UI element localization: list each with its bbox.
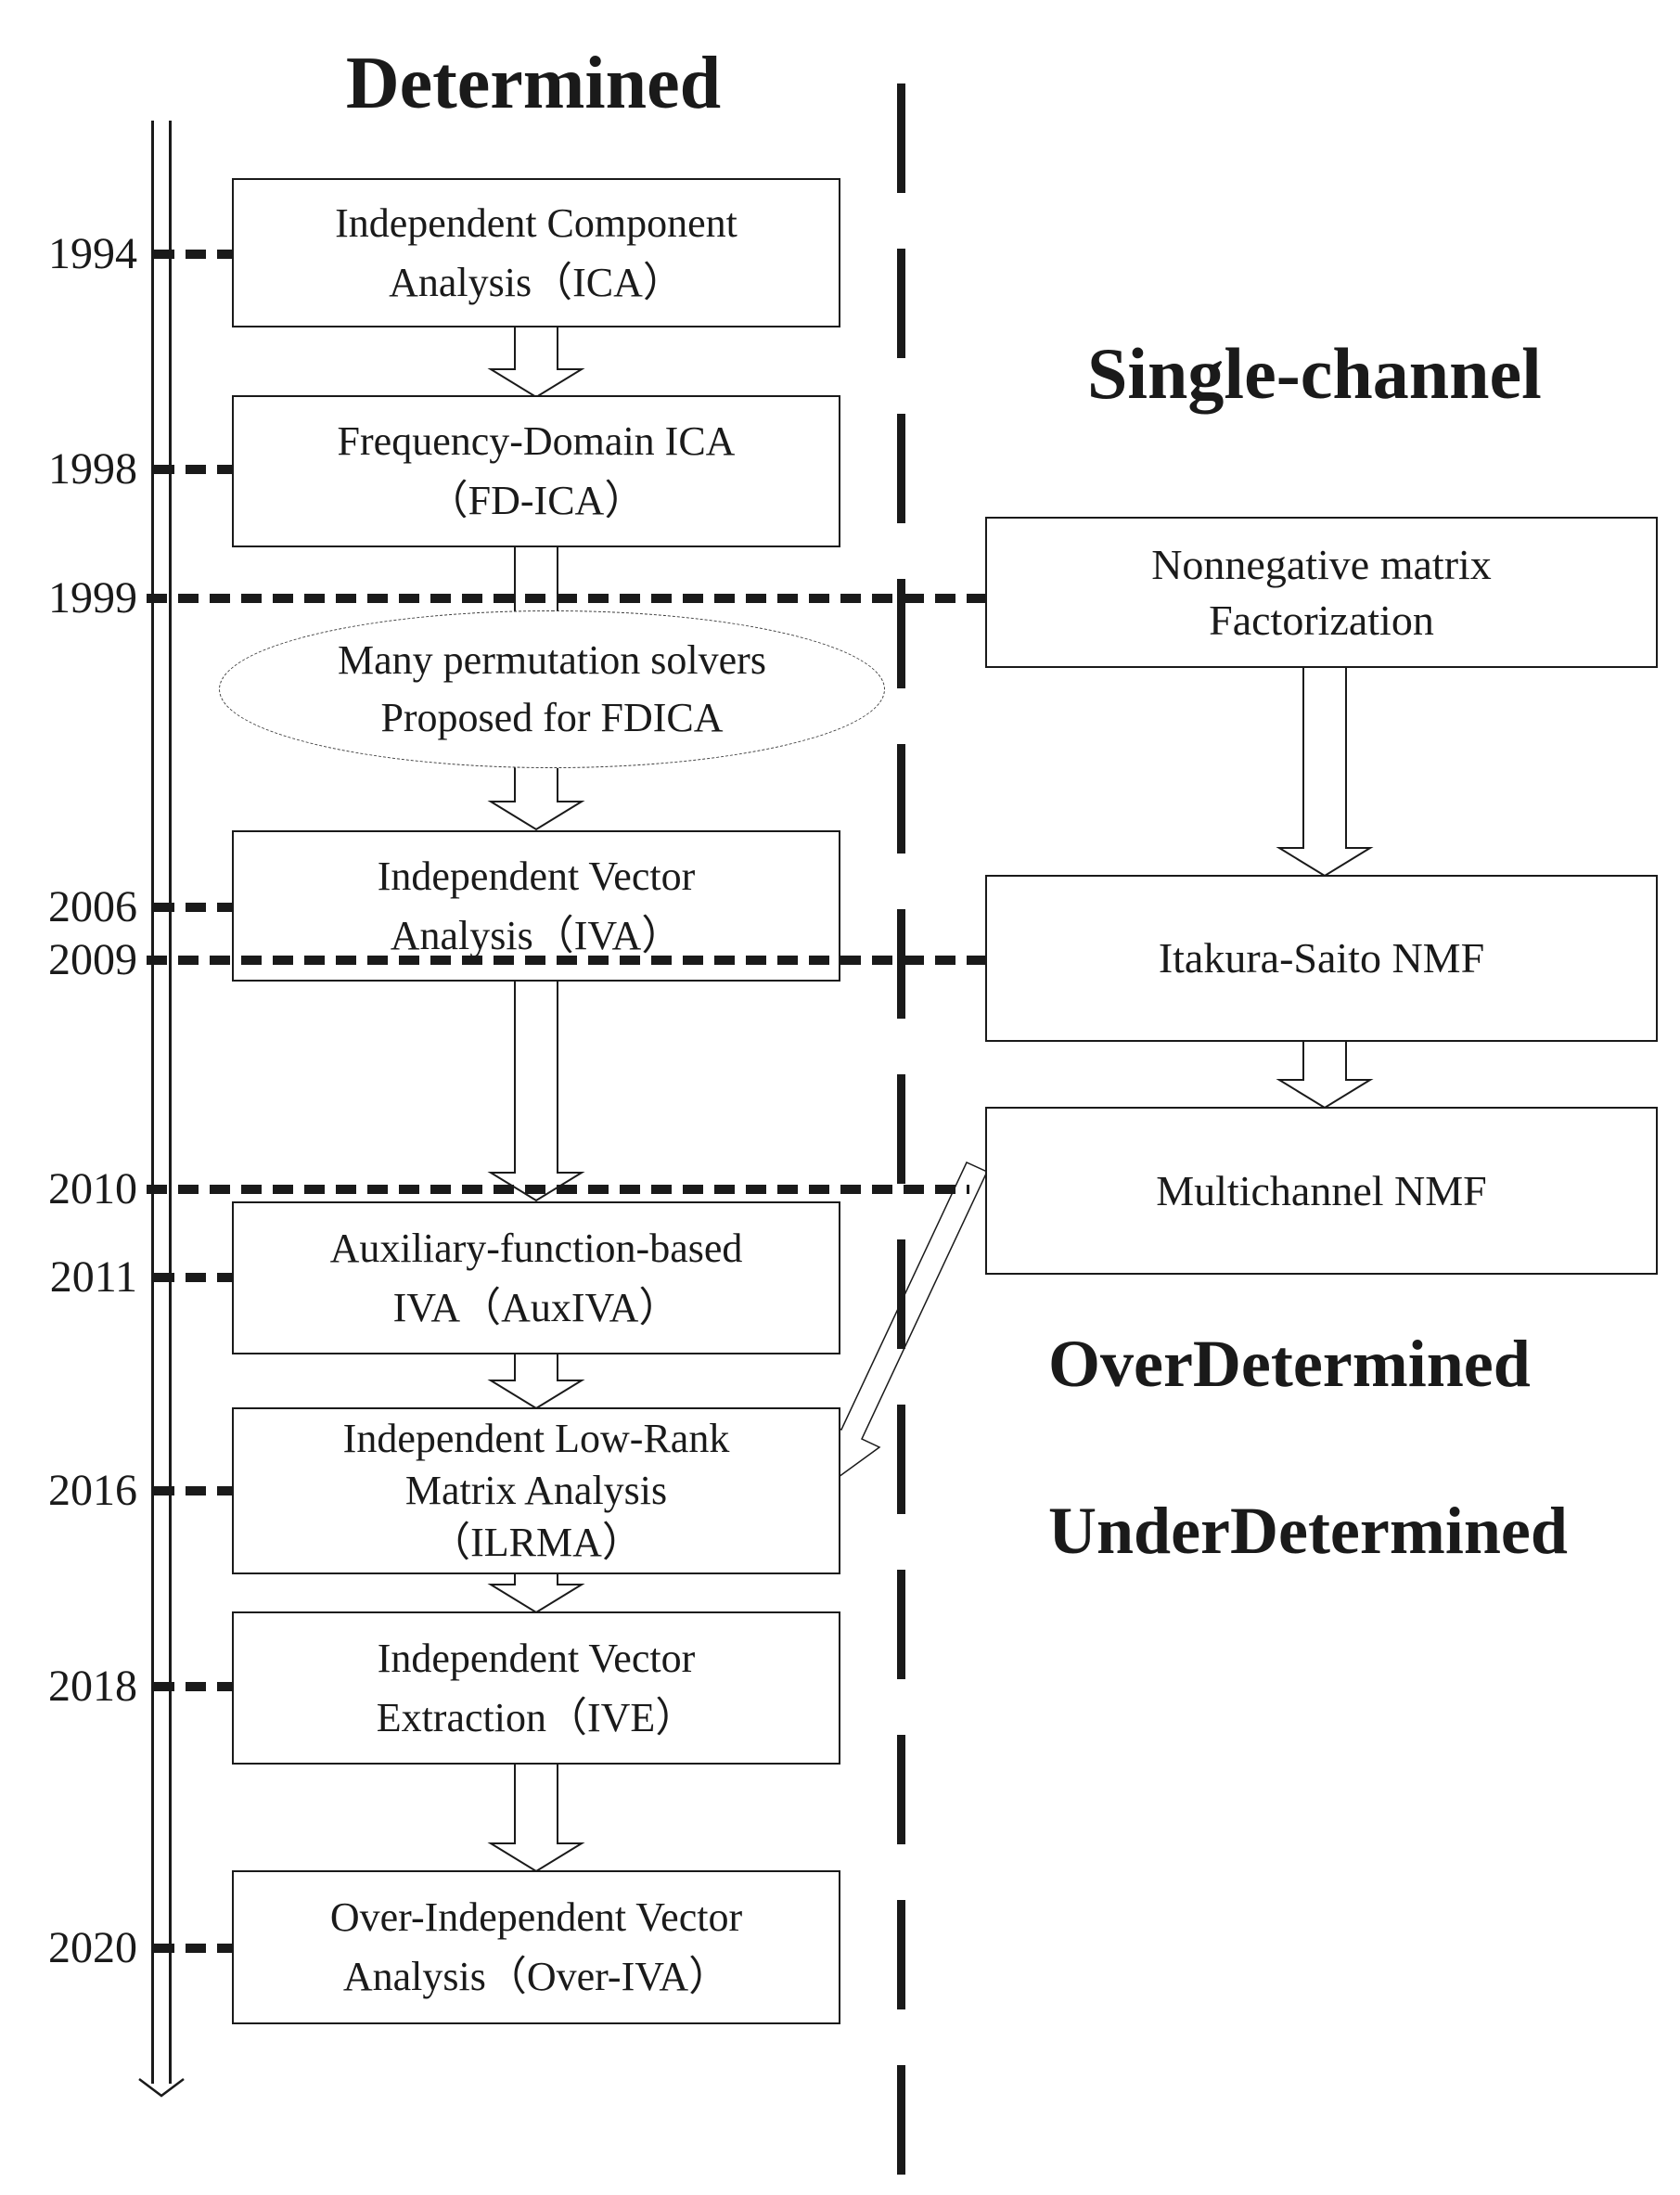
year-line-2016: [154, 1486, 234, 1495]
node-multichannel-nmf-line1: Multichannel NMF: [1156, 1166, 1487, 1214]
heading-single-channel: Single-channel: [1087, 333, 1542, 414]
node-ive-line1: Independent Vector: [377, 1635, 696, 1681]
timeline-axis: [138, 121, 185, 2098]
node-is-nmf-line1: Itakura-Saito NMF: [1158, 934, 1485, 982]
year-line-1999: [147, 594, 985, 603]
node-auxiva: Auxiliary-function-based IVA（AuxIVA）: [232, 1201, 840, 1354]
year-label-2020: 2020: [48, 1923, 137, 1972]
node-auxiva-line1: Auxiliary-function-based: [329, 1225, 743, 1271]
node-over-iva-line1: Over-Independent Vector: [329, 1894, 743, 1940]
year-label-2006: 2006: [48, 882, 137, 931]
node-ica-line1: Independent Component: [335, 199, 737, 246]
node-permutation-solvers: Many permutation solvers Proposed for FD…: [219, 610, 885, 768]
node-auxiva-line2: IVA（AuxIVA）: [392, 1284, 680, 1330]
node-multichannel-nmf: Multichannel NMF: [985, 1107, 1658, 1275]
year-line-2018: [154, 1682, 234, 1691]
determined-divider-dashed-line: [897, 83, 905, 2182]
node-nmf-line2: Factorization: [1209, 596, 1434, 644]
node-ica-line2: Analysis（ICA）: [389, 259, 684, 305]
timeline-arrowhead-icon: [138, 2078, 185, 2098]
node-ilrma-line1: Independent Low-Rank: [342, 1416, 730, 1461]
arrow-nmf-to-isnmf-icon: [1276, 666, 1374, 878]
year-label-2010: 2010: [48, 1164, 137, 1213]
year-label-2016: 2016: [48, 1466, 137, 1515]
year-line-2011: [154, 1273, 234, 1282]
year-label-1998: 1998: [48, 444, 137, 494]
node-ilrma: Independent Low-Rank Matrix Analysis （IL…: [232, 1407, 840, 1574]
node-over-iva-line2: Analysis（Over-IVA）: [342, 1954, 730, 1999]
node-permutation-solvers-line2: Proposed for FDICA: [380, 695, 724, 740]
arrow-ica-to-fdica-icon: [487, 326, 585, 399]
heading-underdetermined: UnderDetermined: [1048, 1494, 1568, 1568]
connector-fdica-to-solvers: [514, 546, 558, 613]
year-line-2020: [154, 1944, 234, 1953]
year-line-1994: [154, 250, 234, 259]
year-label-2018: 2018: [48, 1662, 137, 1711]
year-label-2011: 2011: [49, 1252, 137, 1302]
node-is-nmf: Itakura-Saito NMF: [985, 875, 1658, 1042]
node-ica: Independent Component Analysis（ICA）: [232, 178, 840, 327]
year-label-2009: 2009: [48, 935, 137, 984]
year-line-2006: [154, 903, 234, 912]
arrow-ive-to-overiva-icon: [487, 1763, 585, 1873]
node-iva-line2: Analysis（IVA）: [390, 912, 683, 958]
arrow-ilrma-to-ive-icon: [487, 1572, 585, 1614]
arrow-multichannel-to-ilrma-icon: [823, 1162, 989, 1486]
node-ilrma-line2: Matrix Analysis: [404, 1468, 668, 1513]
node-nmf-line1: Nonnegative matrix: [1151, 540, 1492, 588]
node-nmf: Nonnegative matrix Factorization: [985, 517, 1658, 668]
node-iva-line1: Independent Vector: [377, 853, 696, 899]
node-fd-ica-line2: （FD-ICA）: [427, 478, 646, 523]
arrow-isnmf-to-multichannel-icon: [1276, 1040, 1374, 1110]
year-line-2009: [147, 956, 985, 965]
arrow-auxiva-to-ilrma-icon: [487, 1353, 585, 1410]
node-ive-line2: Extraction（IVE）: [376, 1694, 697, 1740]
node-ive: Independent Vector Extraction（IVE）: [232, 1611, 840, 1765]
year-label-1994: 1994: [48, 229, 137, 278]
arrow-iva-to-auxiva-icon: [487, 980, 585, 1202]
year-label-1999: 1999: [48, 573, 137, 623]
node-ilrma-line3: （ILRMA）: [430, 1520, 643, 1565]
arrow-solvers-to-iva-icon: [487, 765, 585, 831]
node-fd-ica-line1: Frequency-Domain ICA: [337, 418, 736, 464]
heading-determined: Determined: [345, 43, 722, 124]
node-iva: Independent Vector Analysis（IVA）: [232, 830, 840, 982]
node-over-iva: Over-Independent Vector Analysis（Over-IV…: [232, 1870, 840, 2024]
year-line-1998: [154, 465, 234, 474]
node-permutation-solvers-line1: Many permutation solvers: [338, 637, 766, 683]
node-fd-ica: Frequency-Domain ICA （FD-ICA）: [232, 395, 840, 547]
heading-overdetermined: OverDetermined: [1048, 1327, 1531, 1401]
year-line-2010: [147, 1185, 969, 1194]
